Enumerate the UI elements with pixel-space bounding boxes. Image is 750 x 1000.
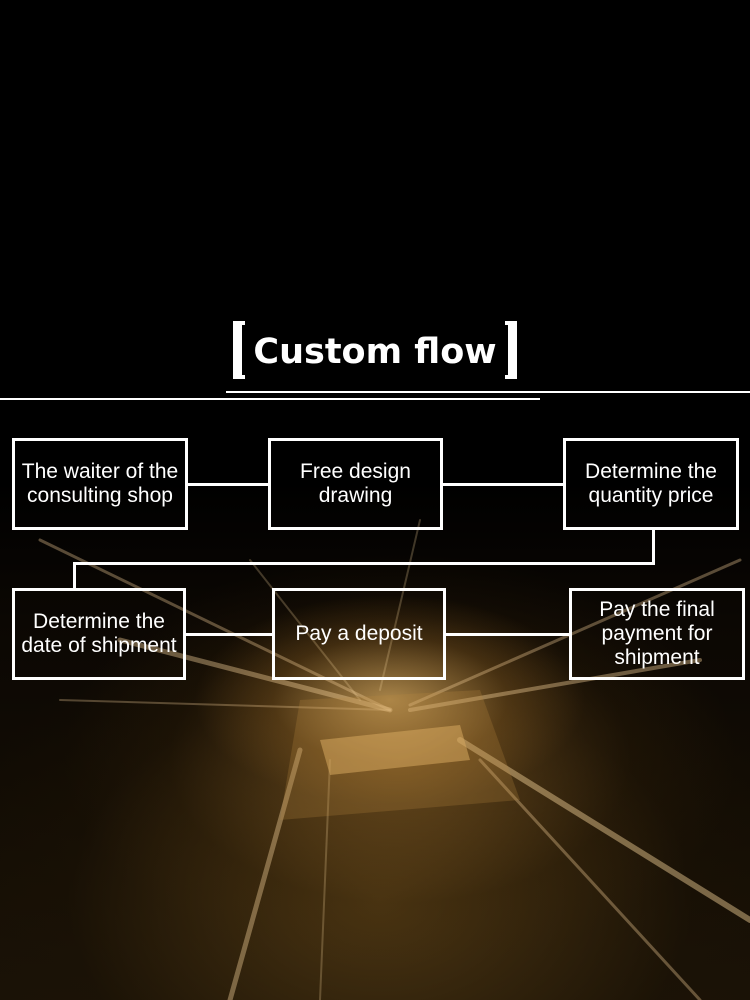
connector-5-6 [444, 633, 571, 636]
title-text: Custom flow [253, 332, 497, 372]
title-underline-upper [226, 391, 750, 393]
step-label: The waiter of the consulting shop [21, 460, 179, 507]
connector-to-4 [73, 562, 76, 590]
step-box-quantity-price: Determine the quantity price [563, 438, 739, 530]
left-bracket-icon [233, 321, 246, 379]
diagram-title: Custom flow [0, 318, 750, 386]
step-label: Determine the quantity price [585, 460, 717, 507]
connector-3-down [652, 528, 655, 564]
step-box-final-payment: Pay the final payment for shipment [569, 588, 745, 680]
step-label: Pay a deposit [295, 622, 423, 645]
step-label: Free design drawing [300, 460, 411, 507]
step-box-consulting: The waiter of the consulting shop [12, 438, 188, 530]
title-underline-lower [0, 398, 540, 400]
step-box-shipment-date: Determine the date of shipment [12, 588, 186, 680]
connector-row-cross [73, 562, 655, 565]
connector-1-2 [186, 483, 270, 486]
connector-2-3 [441, 483, 565, 486]
step-label: Determine the date of shipment [21, 610, 177, 657]
connector-4-5 [184, 633, 274, 636]
right-bracket-icon [504, 321, 517, 379]
step-label: Pay the final payment for shipment [599, 598, 715, 669]
step-box-deposit: Pay a deposit [272, 588, 446, 680]
step-box-free-design: Free design drawing [268, 438, 443, 530]
